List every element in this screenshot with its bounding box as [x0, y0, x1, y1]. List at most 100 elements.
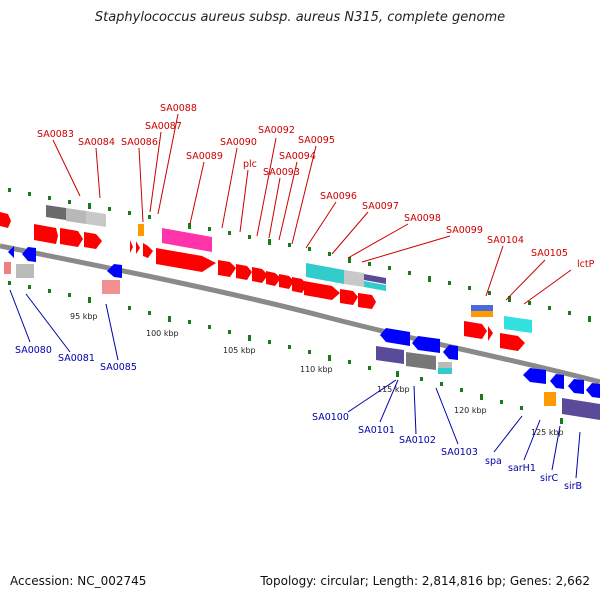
gene-arrow[interactable]: [84, 232, 102, 249]
gene-arrow[interactable]: [266, 271, 281, 286]
forward-gene-track[interactable]: [0, 212, 525, 351]
blue-feature[interactable]: [471, 305, 493, 311]
gene-label[interactable]: SA0094: [279, 151, 316, 162]
gene-arrow[interactable]: [107, 264, 122, 278]
gene-label[interactable]: SA0096: [320, 191, 357, 202]
orange-feature[interactable]: [138, 224, 144, 236]
gene-arrow[interactable]: [412, 336, 440, 353]
feature-blocks[interactable]: [46, 205, 556, 406]
gray-feature[interactable]: [46, 205, 66, 220]
pink-feature[interactable]: [102, 280, 120, 294]
gene-label[interactable]: SA0085: [100, 362, 137, 373]
cyan-feature[interactable]: [306, 263, 344, 284]
gene-arrow[interactable]: [0, 212, 11, 228]
gene-arrow[interactable]: [143, 243, 153, 258]
gene-label[interactable]: sarH1: [508, 463, 536, 474]
gene-label[interactable]: SA0103: [441, 447, 478, 458]
gene-label[interactable]: sirC: [540, 473, 558, 484]
reverse-gene-labels: SA0080 SA0081 SA0085 SA0100 SA0101 SA010…: [15, 345, 582, 492]
gene-label[interactable]: SA0083: [37, 129, 74, 140]
pink-feature[interactable]: [4, 262, 11, 274]
outer-tick-ring: [8, 188, 591, 322]
gray-feature[interactable]: [86, 211, 106, 227]
tick-label: 110 kbp: [300, 365, 333, 374]
reverse-leaders: [9, 289, 581, 479]
gene-arrow[interactable]: [156, 248, 216, 272]
gene-label[interactable]: SA0088: [160, 103, 197, 114]
reverse-gene-track[interactable]: [8, 246, 600, 398]
gene-arrow[interactable]: [34, 224, 58, 244]
genome-summary-text: Topology: circular; Length: 2,814,816 bp…: [260, 574, 590, 588]
gene-label[interactable]: SA0090: [220, 137, 257, 148]
gene-label[interactable]: spa: [485, 456, 502, 467]
gene-label[interactable]: SA0089: [186, 151, 223, 162]
tick-label: 125 kbp: [531, 428, 564, 437]
cyan-feature[interactable]: [504, 316, 532, 333]
cyan-feature[interactable]: [364, 281, 386, 291]
gene-label[interactable]: SA0098: [404, 213, 441, 224]
gene-arrow[interactable]: [550, 374, 564, 389]
gene-label[interactable]: SA0093: [263, 167, 300, 178]
orange-feature[interactable]: [544, 392, 556, 406]
gene-label[interactable]: SA0080: [15, 345, 52, 356]
gray-feature[interactable]: [438, 362, 452, 368]
gene-arrow[interactable]: [464, 321, 487, 339]
forward-leaders: [52, 113, 572, 305]
gray-feature[interactable]: [344, 270, 364, 287]
gene-arrow[interactable]: [279, 274, 294, 289]
cyan-feature[interactable]: [438, 368, 452, 374]
gene-label[interactable]: SA0087: [145, 121, 182, 132]
gene-label[interactable]: sirB: [564, 481, 582, 492]
gray-feature[interactable]: [66, 208, 86, 224]
reverse-feature-blocks[interactable]: [4, 262, 600, 420]
map-title: Staphylococcus aureus subsp. aureus N315…: [94, 10, 506, 25]
gene-arrow[interactable]: [60, 228, 83, 247]
gene-arrow[interactable]: [358, 293, 376, 309]
tick-label: 95 kbp: [70, 312, 98, 321]
gene-label[interactable]: SA0081: [58, 353, 95, 364]
gene-label[interactable]: SA0100: [312, 412, 349, 423]
gene-arrow[interactable]: [304, 281, 340, 300]
gene-arrow[interactable]: [586, 383, 600, 398]
inner-tick-ring: [8, 281, 563, 424]
orange-feature[interactable]: [471, 311, 493, 317]
gene-label[interactable]: SA0097: [362, 201, 399, 212]
rna-feature[interactable]: [162, 228, 212, 252]
gene-label[interactable]: lctP: [577, 259, 595, 270]
purple-feature[interactable]: [376, 346, 404, 364]
gene-arrow[interactable]: [340, 289, 358, 305]
gene-label[interactable]: SA0102: [399, 435, 436, 446]
gene-arrow[interactable]: [136, 241, 140, 254]
gene-label[interactable]: SA0101: [358, 425, 395, 436]
gray-feature[interactable]: [406, 352, 436, 370]
gene-arrow[interactable]: [218, 260, 236, 277]
gene-arrow[interactable]: [380, 328, 410, 346]
gene-arrow[interactable]: [252, 267, 268, 283]
gene-label[interactable]: SA0086: [121, 137, 158, 148]
accession-text: Accession: NC_002745: [10, 574, 147, 588]
tick-label: 115 kbp: [377, 385, 410, 394]
forward-gene-labels: SA0083 SA0084 SA0086 SA0087 SA0088 SA008…: [37, 103, 595, 270]
gene-label[interactable]: SA0105: [531, 248, 568, 259]
gene-label[interactable]: SA0099: [446, 225, 483, 236]
gene-label[interactable]: SA0084: [78, 137, 115, 148]
tick-label: 100 kbp: [146, 329, 179, 338]
gene-arrow[interactable]: [292, 277, 307, 293]
purple-feature[interactable]: [364, 274, 386, 284]
gray-feature[interactable]: [16, 264, 34, 278]
gene-arrow[interactable]: [8, 246, 14, 258]
gene-label[interactable]: SA0104: [487, 235, 524, 246]
gene-arrow[interactable]: [488, 326, 493, 341]
purple-feature[interactable]: [562, 398, 600, 420]
gene-arrow[interactable]: [130, 240, 133, 253]
gene-label[interactable]: SA0092: [258, 125, 295, 136]
gene-arrow[interactable]: [523, 368, 546, 384]
gene-label[interactable]: plc: [243, 159, 257, 170]
gene-arrow[interactable]: [236, 264, 252, 280]
gene-arrow[interactable]: [568, 379, 584, 394]
gene-arrow[interactable]: [443, 345, 458, 360]
gene-label[interactable]: SA0095: [298, 135, 335, 146]
gene-arrow[interactable]: [22, 247, 36, 262]
gene-arrow[interactable]: [500, 333, 525, 351]
